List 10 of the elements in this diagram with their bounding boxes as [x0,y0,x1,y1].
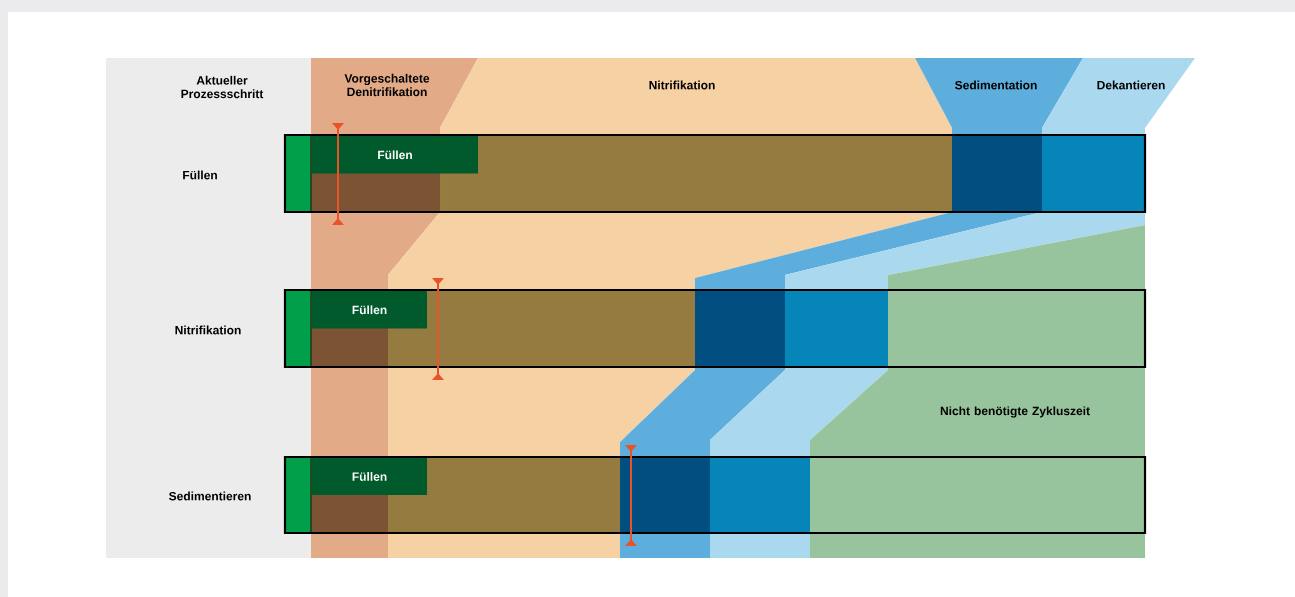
fill-phase-box: Füllen [312,136,478,174]
process-bar [283,455,1147,535]
row-label: Aktueller Prozessschritt [181,75,264,99]
process-bar [283,288,1147,369]
row-label: Nitrifikation [175,325,241,335]
row-label: Sedimentieren [169,491,251,501]
fill-phase-box: Füllen [312,458,427,495]
row-label: Füllen [183,170,217,180]
process-bar [283,133,1147,214]
fill-phase-box: Füllen [312,291,427,329]
